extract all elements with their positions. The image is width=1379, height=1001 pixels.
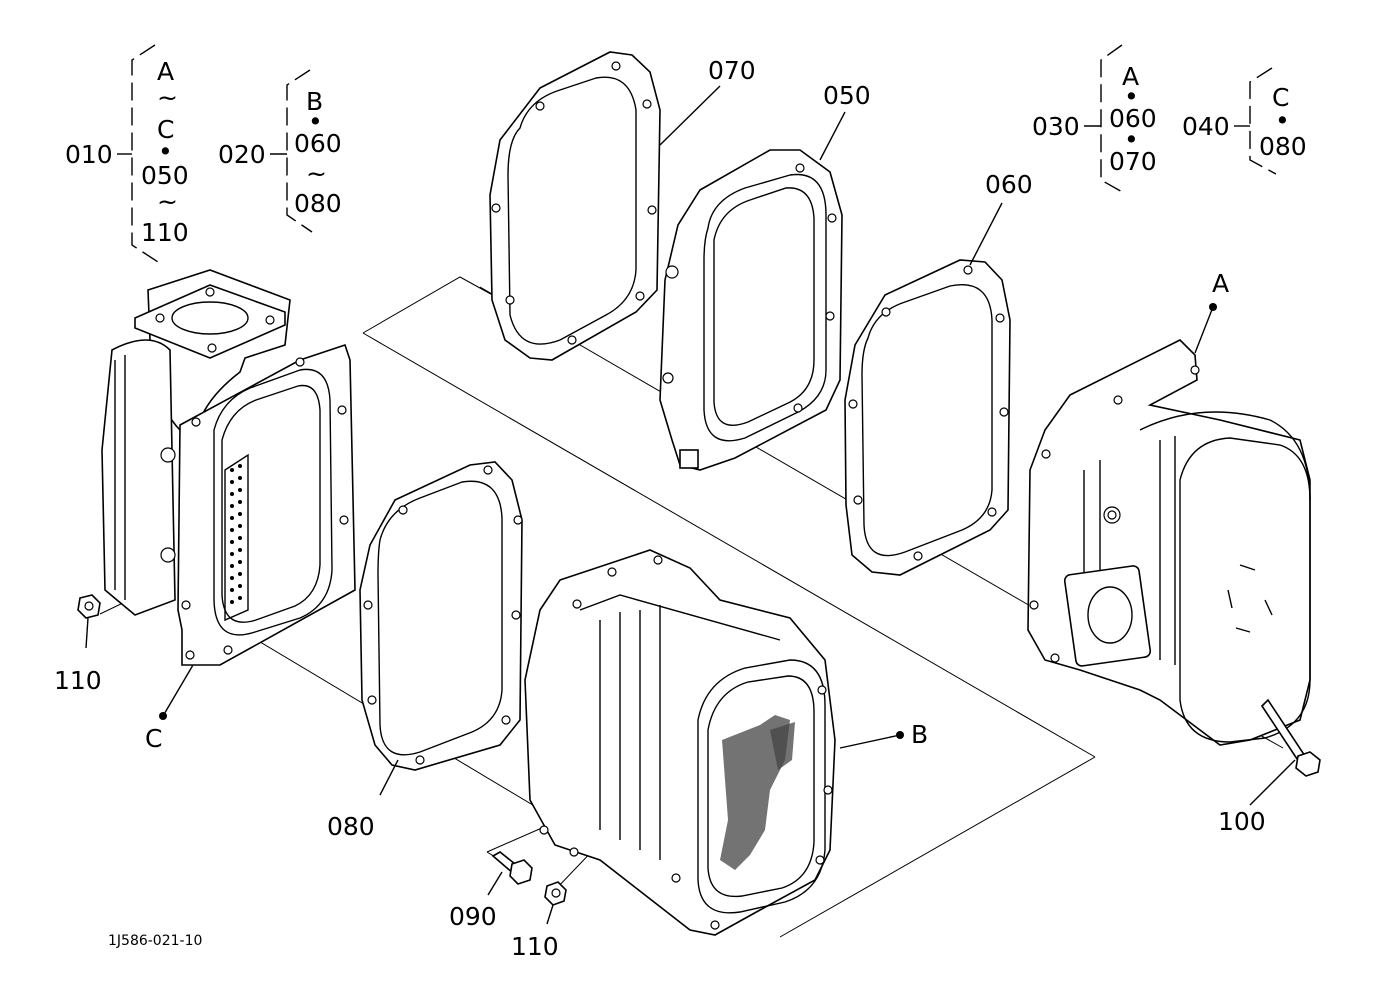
group-030-item-5: 070	[1109, 147, 1157, 176]
callout-110-bottom-label: 110	[511, 932, 559, 961]
group-030-item-4: •	[1124, 125, 1139, 154]
group-010-item-4: •	[158, 137, 173, 166]
group-010-item-6: ~	[157, 187, 178, 216]
callout-060-label: 060	[985, 170, 1033, 199]
drawing-code: 1J586-021-10	[108, 933, 202, 949]
group-020-item-5: 080	[294, 189, 342, 218]
perforation-pattern	[230, 464, 242, 604]
bolt-090	[487, 851, 533, 896]
callout-100-label: 100	[1218, 807, 1266, 836]
group-040-item-2: •	[1275, 106, 1290, 135]
callout-a-label: A	[1212, 269, 1229, 298]
callout-110-left-label: 110	[54, 666, 102, 695]
callout-b-leader	[839, 731, 904, 749]
group-010-item-7: 110	[141, 218, 189, 247]
group-030-item-2: •	[1124, 82, 1139, 111]
callout-c-label: C	[145, 724, 162, 753]
group-020-item-4: ~	[306, 159, 327, 188]
group-040-id: 040	[1182, 112, 1230, 141]
group-020-legend: 020 B • 060 ~ 080	[218, 69, 342, 233]
callout-080-label: 080	[327, 812, 375, 841]
callout-070-label: 070	[708, 56, 756, 85]
group-020-item-3: 060	[294, 129, 342, 158]
group-040-item-3: 080	[1259, 132, 1307, 161]
group-020-item-1: B	[306, 87, 323, 116]
group-010-item-3: C	[157, 115, 174, 144]
group-040-item-1: C	[1272, 83, 1289, 112]
group-010-item-5: 050	[141, 161, 189, 190]
callout-090-label: 090	[449, 902, 497, 931]
bolt-100	[1249, 698, 1321, 806]
frame-050	[659, 149, 843, 471]
group-030-item-3: 060	[1109, 104, 1157, 133]
filter-mesh-pattern	[720, 715, 795, 870]
callout-c-leader	[159, 664, 194, 720]
group-010-item-2: ~	[157, 83, 178, 112]
group-030-item-1: A	[1122, 62, 1139, 91]
inlet-housing-c	[101, 269, 356, 666]
group-030-id: 030	[1032, 112, 1080, 141]
group-010-id: 010	[65, 140, 113, 169]
nut-110-bottom	[544, 881, 567, 925]
callout-050-label: 050	[823, 81, 871, 110]
group-020-item-2: •	[308, 107, 323, 136]
group-010-legend: 010 A ~ C • 050 ~ 110	[65, 44, 189, 263]
muffler-part-a	[1027, 339, 1311, 746]
nut-110-left	[77, 594, 101, 649]
callout-a-leader	[1194, 303, 1217, 354]
gasket-070	[489, 51, 661, 361]
callout-b-label: B	[911, 720, 928, 749]
group-040-legend: 040 C • 080	[1182, 67, 1307, 175]
dpf-body-b	[524, 549, 836, 936]
group-010-item-1: A	[157, 57, 174, 86]
group-020-id: 020	[218, 140, 266, 169]
group-030-legend: 030 A • 060 • 070	[1032, 44, 1157, 194]
gasket-060	[844, 259, 1011, 576]
gasket-080	[359, 461, 523, 771]
